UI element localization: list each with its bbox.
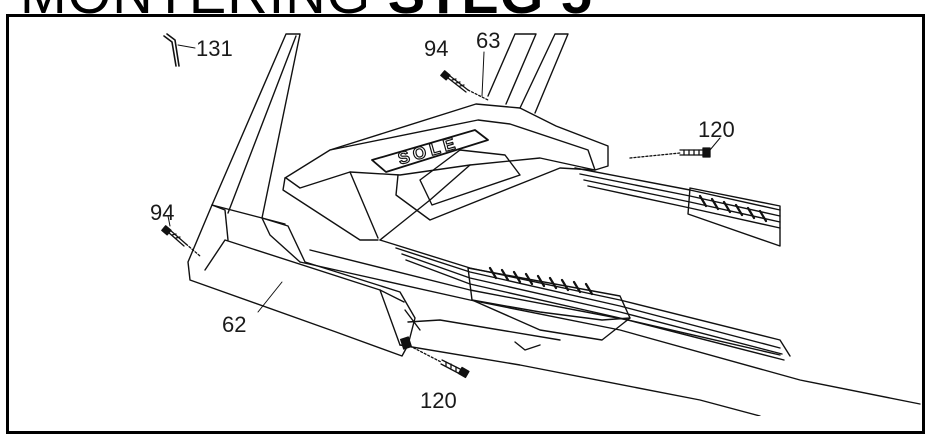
callout-94-top: 94 (424, 36, 448, 61)
left-rail (299, 249, 921, 416)
callout-94-left: 94 (150, 200, 174, 225)
bolt-120-right (629, 147, 711, 159)
bolt-94-top (440, 70, 489, 101)
callout-120-bottom: 120 (420, 388, 457, 413)
bolt-120-bottom (400, 336, 470, 379)
treadmill-assembly-diagram: SOLE (150, 28, 921, 416)
right-foot-grip (687, 187, 781, 247)
callout-131: 131 (196, 36, 233, 61)
right-upright (487, 33, 569, 114)
console-housing (282, 103, 609, 241)
bolt-94-left (161, 225, 201, 257)
deck-rail-right (574, 167, 781, 229)
callout-62: 62 (222, 312, 246, 337)
allen-wrench-icon (163, 33, 180, 67)
brand-logo-text: SOLE (396, 133, 461, 168)
left-side-cover (187, 204, 421, 357)
callout-120-right: 120 (698, 117, 735, 142)
deck-rail-left (379, 239, 791, 361)
callout-63: 63 (476, 28, 500, 53)
left-foot-grip (467, 266, 631, 341)
left-upright (211, 33, 301, 225)
callout-leaders (167, 44, 721, 313)
